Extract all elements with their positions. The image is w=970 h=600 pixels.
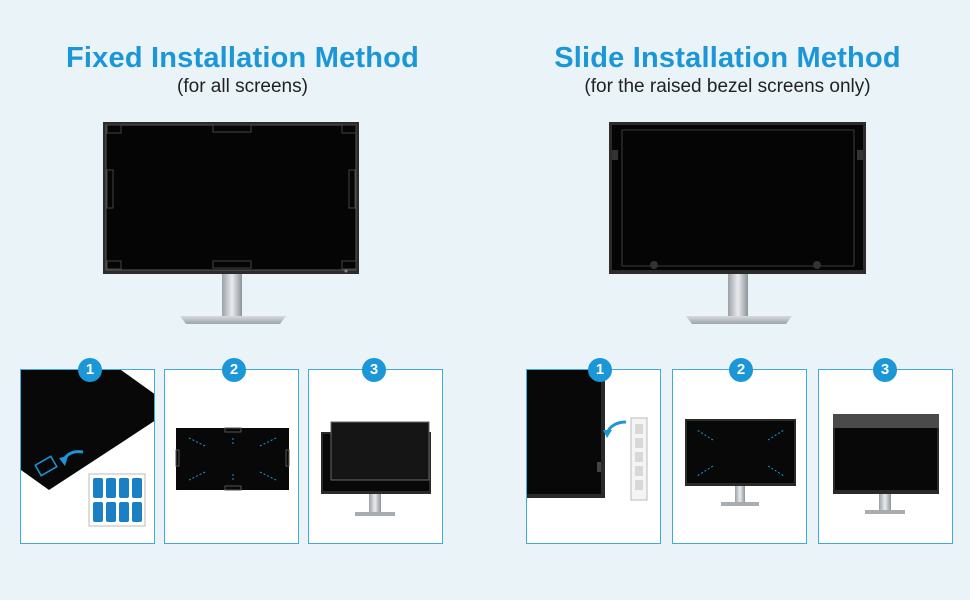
- slide-step-2-panel: [672, 369, 807, 544]
- fixed-step-3-badge: 3: [362, 358, 386, 382]
- attach-tabs-illustration: [21, 370, 154, 527]
- slide-step-2-badge: 2: [729, 358, 753, 382]
- press-corners-illustration: [175, 427, 290, 491]
- slide-step-1-panel: [526, 369, 661, 544]
- slide-installed-illustration: [833, 414, 939, 514]
- fixed-monitor-illustration: [103, 122, 866, 324]
- slide-step-3-panel: [818, 369, 953, 544]
- attach-slides-illustration: [527, 370, 648, 501]
- fixed-step-2-badge: 2: [222, 358, 246, 382]
- slide-filter-illustration: [685, 419, 796, 506]
- fixed-monitor: [103, 122, 359, 324]
- fixed-step-1-badge: 1: [78, 358, 102, 382]
- slide-step-3-badge: 3: [873, 358, 897, 382]
- fixed-step-2-panel: [164, 369, 299, 544]
- fixed-method-title: Fixed Installation Method: [65, 42, 419, 74]
- fixed-method-subtitle: (for all screens): [177, 76, 308, 97]
- slide-monitor: [609, 122, 866, 324]
- slide-method-subtitle: (for the raised bezel screens only): [584, 76, 871, 97]
- filter-installed-illustration: [321, 421, 431, 516]
- slide-step-1-badge: 1: [588, 358, 612, 382]
- slide-method-title: Slide Installation Method: [554, 42, 901, 74]
- fixed-step-3-panel: [308, 369, 443, 544]
- fixed-step-1-panel: [20, 369, 155, 544]
